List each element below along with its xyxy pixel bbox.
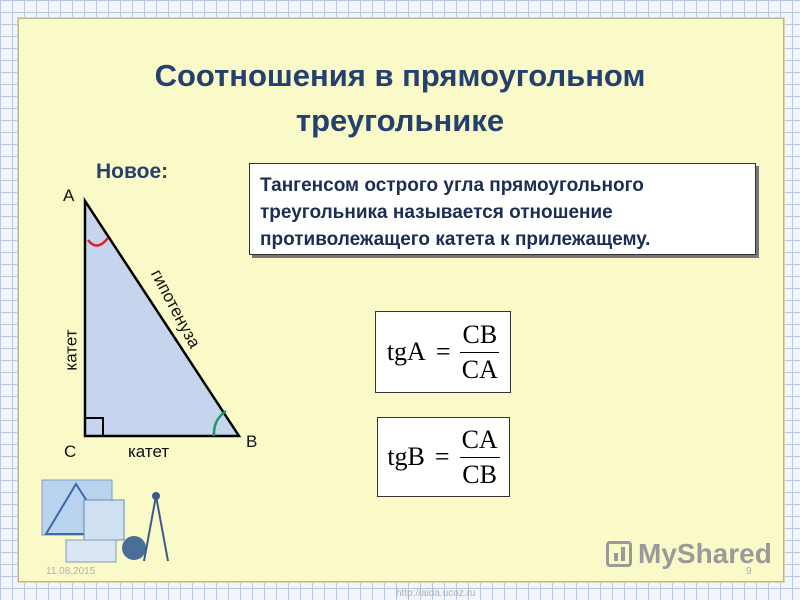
- formula-a-numerator: CB: [460, 320, 500, 353]
- definition-box: Тангенсом острого угла прямоугольного тр…: [249, 163, 756, 255]
- formula-a-fraction: CB CA: [460, 320, 500, 385]
- formula-b-numerator: CA: [459, 425, 500, 458]
- leg-horizontal-label: катет: [128, 442, 170, 461]
- formula-b-fraction: CA CB: [459, 425, 500, 490]
- formula-a-equals: =: [435, 337, 451, 366]
- logo-text: MyShared: [638, 538, 772, 569]
- footer-page-number: 9: [746, 566, 752, 577]
- vertex-a-label: A: [63, 186, 75, 205]
- myshared-logo: MyShared: [606, 538, 772, 570]
- chart-logo-icon: [606, 541, 632, 567]
- right-angle-mark: [84, 417, 104, 437]
- formula-b-denominator: CB: [462, 459, 497, 489]
- formula-a-lhs: tgA: [386, 337, 426, 366]
- vertex-c-label: C: [64, 442, 77, 461]
- vertex-b-label: B: [246, 432, 258, 451]
- new-label: Новое:: [96, 160, 169, 183]
- formula-b-equals: =: [434, 442, 450, 471]
- formula-tg-b: tgB = CA CB: [377, 417, 510, 497]
- angle-b-arc: [212, 409, 227, 437]
- slide-title-line1: Соотношения в прямоугольном: [154, 58, 646, 93]
- leg-vertical-label: катет: [61, 329, 81, 371]
- footer-url[interactable]: http://aida.ucoz.ru: [396, 588, 476, 599]
- triangle-shape: [83, 196, 242, 438]
- angle-a-arc: [87, 237, 109, 247]
- formula-tg-a: tgA = CB CA: [375, 311, 511, 393]
- geometry-clipart-image: [41, 479, 169, 563]
- slide-title-line2: треугольнике: [295, 103, 505, 138]
- formula-b-lhs: tgB: [387, 442, 425, 471]
- formula-a-denominator: CA: [461, 354, 498, 384]
- footer-date: 11.08.2015: [46, 566, 96, 577]
